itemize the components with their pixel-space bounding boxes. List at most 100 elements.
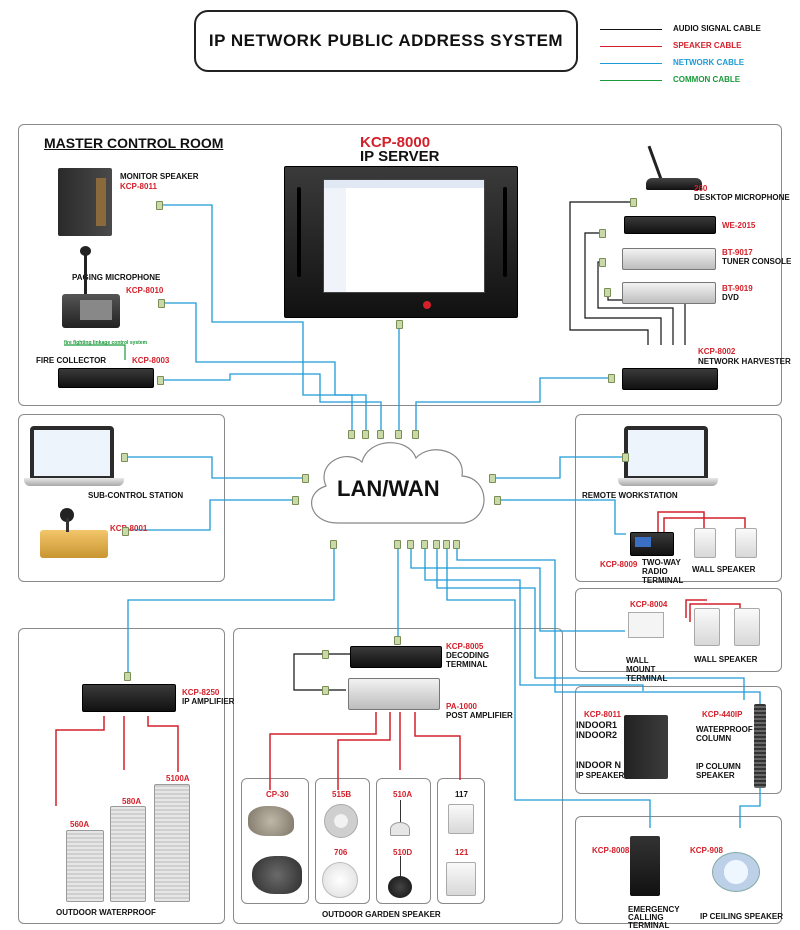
ceiling-speaker-706[interactable] bbox=[322, 862, 358, 898]
outdoor-speaker-1-label: 560A bbox=[70, 820, 90, 829]
radio-name: TWO-WAY RADIO TERMINAL bbox=[642, 558, 684, 585]
rock-speaker-1[interactable] bbox=[248, 806, 294, 836]
paging-mic-label: PAGING MICROPHONE bbox=[72, 273, 161, 282]
monitor-speaker-model: KCP-8011 bbox=[120, 182, 157, 191]
fire-collector-model: KCP-8003 bbox=[132, 356, 170, 365]
server-port bbox=[396, 320, 403, 329]
ip-ceiling-speaker[interactable] bbox=[712, 852, 760, 892]
pendant-cable-2 bbox=[400, 856, 401, 880]
indoor-panel bbox=[575, 686, 782, 794]
emergency-model: KCP-8008 bbox=[592, 846, 630, 855]
outdoor-speaker-560a[interactable] bbox=[66, 830, 104, 902]
post-name: POST AMPLIFIER bbox=[446, 711, 513, 720]
remote-speaker-label: WALL SPEAKER bbox=[692, 565, 756, 574]
sub-control-label: SUB-CONTROL STATION bbox=[88, 491, 184, 500]
sub-microphone[interactable] bbox=[40, 530, 108, 558]
outdoor-speaker-3-label: 5100A bbox=[166, 774, 190, 783]
sub-mic-stem bbox=[66, 518, 69, 532]
harvester-port bbox=[608, 374, 615, 383]
desktop-mic-port bbox=[630, 198, 637, 207]
tuner-name: TUNER CONSOLE bbox=[722, 257, 792, 266]
garden-515b-label: 515B bbox=[332, 790, 352, 799]
cloud-port-2 bbox=[362, 430, 369, 439]
outdoor-speaker-5100a[interactable] bbox=[154, 784, 190, 902]
cloud-port-8 bbox=[407, 540, 414, 549]
outdoor-speaker-580a[interactable] bbox=[110, 806, 146, 902]
outdoor-amp-name: IP AMPLIFIER bbox=[182, 697, 235, 706]
cloud-port-12 bbox=[453, 540, 460, 549]
decoding-terminal[interactable] bbox=[350, 646, 442, 668]
wall-speaker-121[interactable] bbox=[446, 862, 476, 896]
wall-speaker-3[interactable] bbox=[694, 608, 720, 646]
sub-mic-port bbox=[122, 527, 129, 536]
ip-column-speaker[interactable] bbox=[754, 704, 766, 788]
monitor-port bbox=[156, 201, 163, 210]
outdoor-speaker-2-label: 580A bbox=[122, 797, 142, 806]
dvd-player[interactable] bbox=[622, 282, 716, 304]
cloud-port-6 bbox=[330, 540, 337, 549]
indoor-line-4: IP SPEAKER bbox=[576, 771, 625, 780]
cloud-icon bbox=[311, 442, 485, 524]
cloud-port-left2 bbox=[302, 474, 309, 483]
fire-note: fire fighting linkage control system bbox=[64, 340, 148, 346]
rock-speaker-2[interactable] bbox=[252, 856, 302, 894]
ip-amplifier[interactable] bbox=[82, 684, 176, 712]
post-amplifier[interactable] bbox=[348, 678, 440, 710]
legend-network: NETWORK CABLE bbox=[600, 57, 800, 71]
emergency-calling-terminal[interactable] bbox=[630, 836, 660, 896]
indoor-ip-speaker[interactable] bbox=[624, 715, 668, 779]
cloud-label: LAN/WAN bbox=[337, 476, 440, 501]
wallmount-model: KCP-8004 bbox=[630, 600, 668, 609]
cloud-port-1 bbox=[348, 430, 355, 439]
server-name: IP SERVER bbox=[360, 148, 440, 165]
garden-510a-label: 510A bbox=[393, 790, 413, 799]
garden-footer: OUTDOOR GARDEN SPEAKER bbox=[322, 910, 441, 919]
decoder-name: DECODING TERMINAL bbox=[446, 651, 490, 669]
two-way-radio-terminal[interactable] bbox=[630, 532, 674, 556]
ceiling-model: KCP-908 bbox=[690, 846, 723, 855]
monitor-speaker[interactable] bbox=[58, 168, 112, 236]
wall-speaker-2[interactable] bbox=[735, 528, 757, 558]
garden-121-label: 121 bbox=[455, 848, 469, 857]
pendant-speaker-510d[interactable] bbox=[388, 876, 412, 898]
legend-audio: AUDIO SIGNAL CABLE bbox=[600, 23, 800, 37]
cloud-port-5 bbox=[412, 430, 419, 439]
outdoor-amp-model: KCP-8250 bbox=[182, 688, 220, 697]
paging-mic-model: KCP-8010 bbox=[126, 286, 164, 295]
wall-mount-terminal[interactable] bbox=[628, 612, 664, 638]
cloud-port-4 bbox=[395, 430, 402, 439]
decoder-model: KCP-8005 bbox=[446, 642, 484, 651]
wall-speaker-1[interactable] bbox=[694, 528, 716, 558]
garden-box-4 bbox=[437, 778, 485, 904]
ceiling-speaker-515b[interactable] bbox=[324, 804, 358, 838]
garden-706-label: 706 bbox=[334, 848, 348, 857]
wall-speaker-4[interactable] bbox=[734, 608, 760, 646]
server-screen bbox=[323, 179, 485, 293]
network-harvester[interactable] bbox=[622, 368, 718, 390]
wallmount-speaker-label: WALL SPEAKER bbox=[694, 655, 758, 664]
fire-collector[interactable] bbox=[58, 368, 154, 388]
we-model: WE-2015 bbox=[722, 221, 756, 230]
post-audio-port bbox=[322, 686, 329, 695]
page-title: IP NETWORK PUBLIC ADDRESS SYSTEM bbox=[194, 10, 578, 72]
column-model: KCP-440IP bbox=[702, 710, 743, 719]
desktop-microphone[interactable] bbox=[646, 178, 702, 190]
ip-server[interactable] bbox=[284, 166, 518, 318]
pendant-cable bbox=[400, 800, 401, 826]
pendant-speaker-510a[interactable] bbox=[390, 822, 410, 836]
sub-laptop[interactable] bbox=[30, 426, 114, 478]
tuner-console[interactable] bbox=[622, 248, 716, 270]
paging-microphone[interactable] bbox=[62, 294, 120, 328]
wireless-mic-receiver[interactable] bbox=[624, 216, 716, 234]
cloud-port-7 bbox=[394, 540, 401, 549]
outdoor-amp-port bbox=[124, 672, 131, 681]
ceiling-name: IP CEILING SPEAKER bbox=[700, 912, 783, 921]
fire-collector-label: FIRE COLLECTOR bbox=[36, 356, 107, 365]
garden-117-label: 117 bbox=[455, 790, 468, 799]
cloud-port-10 bbox=[433, 540, 440, 549]
wall-speaker-117[interactable] bbox=[448, 804, 474, 834]
remote-laptop[interactable] bbox=[624, 426, 708, 478]
emergency-name: EMERGENCY CALLING TERMINAL bbox=[628, 905, 680, 930]
outdoor-footer: OUTDOOR WATERPROOF bbox=[56, 908, 156, 917]
remote-label: REMOTE WORKSTATION bbox=[582, 491, 678, 500]
